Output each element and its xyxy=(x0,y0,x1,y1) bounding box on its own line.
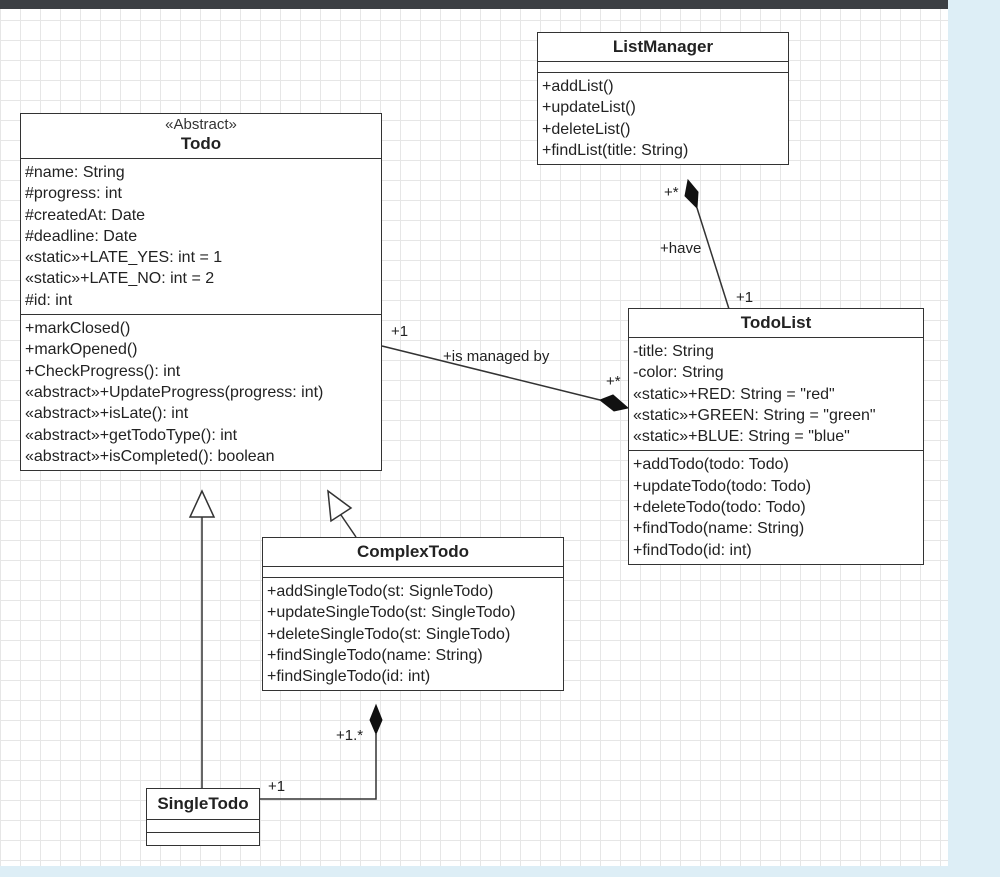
have-source-multiplicity: +* xyxy=(664,184,679,201)
complex-single-target-multiplicity: +1 xyxy=(268,778,285,795)
class-name: Todo xyxy=(180,134,222,153)
generalization-arrow-icon xyxy=(327,489,353,523)
have-label: +have xyxy=(660,240,701,257)
attribute: #id: int xyxy=(25,291,73,309)
class-single-todo[interactable]: SingleTodo xyxy=(146,788,260,846)
operation: +findSingleTodo(name: String) xyxy=(267,646,483,664)
operation: «abstract»+isLate(): int xyxy=(25,405,189,423)
attribute: «static»+BLUE: String = "blue" xyxy=(633,428,850,446)
operation: +findTodo(name: String) xyxy=(633,520,805,538)
operation: +findTodo(id: int) xyxy=(633,541,752,559)
attribute: «static»+LATE_YES: int = 1 xyxy=(25,249,223,267)
attribute: -title: String xyxy=(633,343,714,360)
operation: «abstract»+UpdateProgress(progress: int) xyxy=(25,383,324,401)
composition-complex-single-line xyxy=(260,734,377,800)
attributes-section: #name: String #progress: int #createdAt:… xyxy=(21,159,381,316)
operation: +deleteSingleTodo(st: SingleTodo) xyxy=(267,625,511,643)
generalization-arrow-icon xyxy=(188,489,216,518)
class-header: ComplexTodo xyxy=(263,538,563,567)
composition-diamond-icon xyxy=(684,178,699,210)
managed-by-label: +is managed by xyxy=(443,348,550,365)
attributes-section xyxy=(538,62,788,73)
operation: «abstract»+isCompleted(): boolean xyxy=(25,447,275,465)
attributes-section xyxy=(147,820,259,833)
operation: +deleteTodo(todo: Todo) xyxy=(633,499,806,517)
attribute: #name: String xyxy=(25,164,125,181)
class-name: SingleTodo xyxy=(157,794,249,813)
class-todo-list[interactable]: TodoList -title: String -color: String «… xyxy=(628,308,924,565)
class-name: ComplexTodo xyxy=(356,542,470,561)
attribute: #progress: int xyxy=(25,185,122,203)
composition-managed-line xyxy=(381,345,601,401)
managed-by-target-multiplicity: +* xyxy=(606,373,621,390)
operation: +addTodo(todo: Todo) xyxy=(633,456,789,474)
composition-have-line xyxy=(696,207,730,310)
operation: +deleteList() xyxy=(542,120,631,138)
window-top-bar xyxy=(0,0,948,9)
managed-by-source-multiplicity: +1 xyxy=(391,323,408,340)
operations-section: +addList() +updateList() +deleteList() +… xyxy=(538,73,788,164)
class-complex-todo[interactable]: ComplexTodo +addSingleTodo(st: SignleTod… xyxy=(262,537,564,692)
operation: +updateList() xyxy=(542,99,636,117)
class-name: TodoList xyxy=(740,313,812,332)
class-header: «Abstract» Todo xyxy=(21,114,381,159)
operation: «abstract»+getTodoType(): int xyxy=(25,426,238,444)
attribute: «static»+GREEN: String = "green" xyxy=(633,406,876,424)
operations-section: +addTodo(todo: Todo) +updateTodo(todo: T… xyxy=(629,451,923,563)
operation: +addSingleTodo(st: SignleTodo) xyxy=(267,583,494,600)
class-header: SingleTodo xyxy=(147,789,259,820)
class-header: TodoList xyxy=(629,309,923,338)
diagram-canvas: +* +have +1 +1 +is managed by +* +1.* +1… xyxy=(0,0,948,866)
complex-single-source-multiplicity: +1.* xyxy=(336,727,363,744)
operation: +markOpened() xyxy=(25,341,138,359)
attribute: #createdAt: Date xyxy=(25,206,146,224)
attribute: «static»+LATE_NO: int = 2 xyxy=(25,270,215,288)
composition-diamond-icon xyxy=(369,703,383,736)
attribute: «static»+RED: String = "red" xyxy=(633,385,835,403)
operation: +findList(title: String) xyxy=(542,141,689,159)
operation: +CheckProgress(): int xyxy=(25,362,181,380)
generalization-complex-todo-line xyxy=(340,514,357,538)
have-target-multiplicity: +1 xyxy=(736,289,753,306)
class-stereotype: «Abstract» xyxy=(165,116,237,133)
attribute: #deadline: Date xyxy=(25,227,138,245)
operations-section xyxy=(147,833,259,845)
operations-section: +markClosed() +markOpened() +CheckProgre… xyxy=(21,315,381,470)
operation: +markClosed() xyxy=(25,320,131,338)
class-header: ListManager xyxy=(538,33,788,62)
attribute: -color: String xyxy=(633,364,724,382)
operation: +updateTodo(todo: Todo) xyxy=(633,477,812,495)
operation: +findSingleTodo(id: int) xyxy=(267,668,431,686)
class-name: ListManager xyxy=(612,37,714,56)
class-list-manager[interactable]: ListManager +addList() +updateList() +de… xyxy=(537,32,789,166)
operations-section: +addSingleTodo(st: SignleTodo) +updateSi… xyxy=(263,578,563,690)
relationship-lines: +* +have +1 +1 +is managed by +* +1.* +1 xyxy=(188,178,753,800)
operation: +addList() xyxy=(542,78,614,95)
composition-diamond-icon xyxy=(598,394,630,412)
class-todo[interactable]: «Abstract» Todo #name: String #progress:… xyxy=(20,113,382,472)
attributes-section xyxy=(263,567,563,578)
operation: +updateSingleTodo(st: SingleTodo) xyxy=(267,604,516,622)
attributes-section: -title: String -color: String «static»+R… xyxy=(629,338,923,452)
